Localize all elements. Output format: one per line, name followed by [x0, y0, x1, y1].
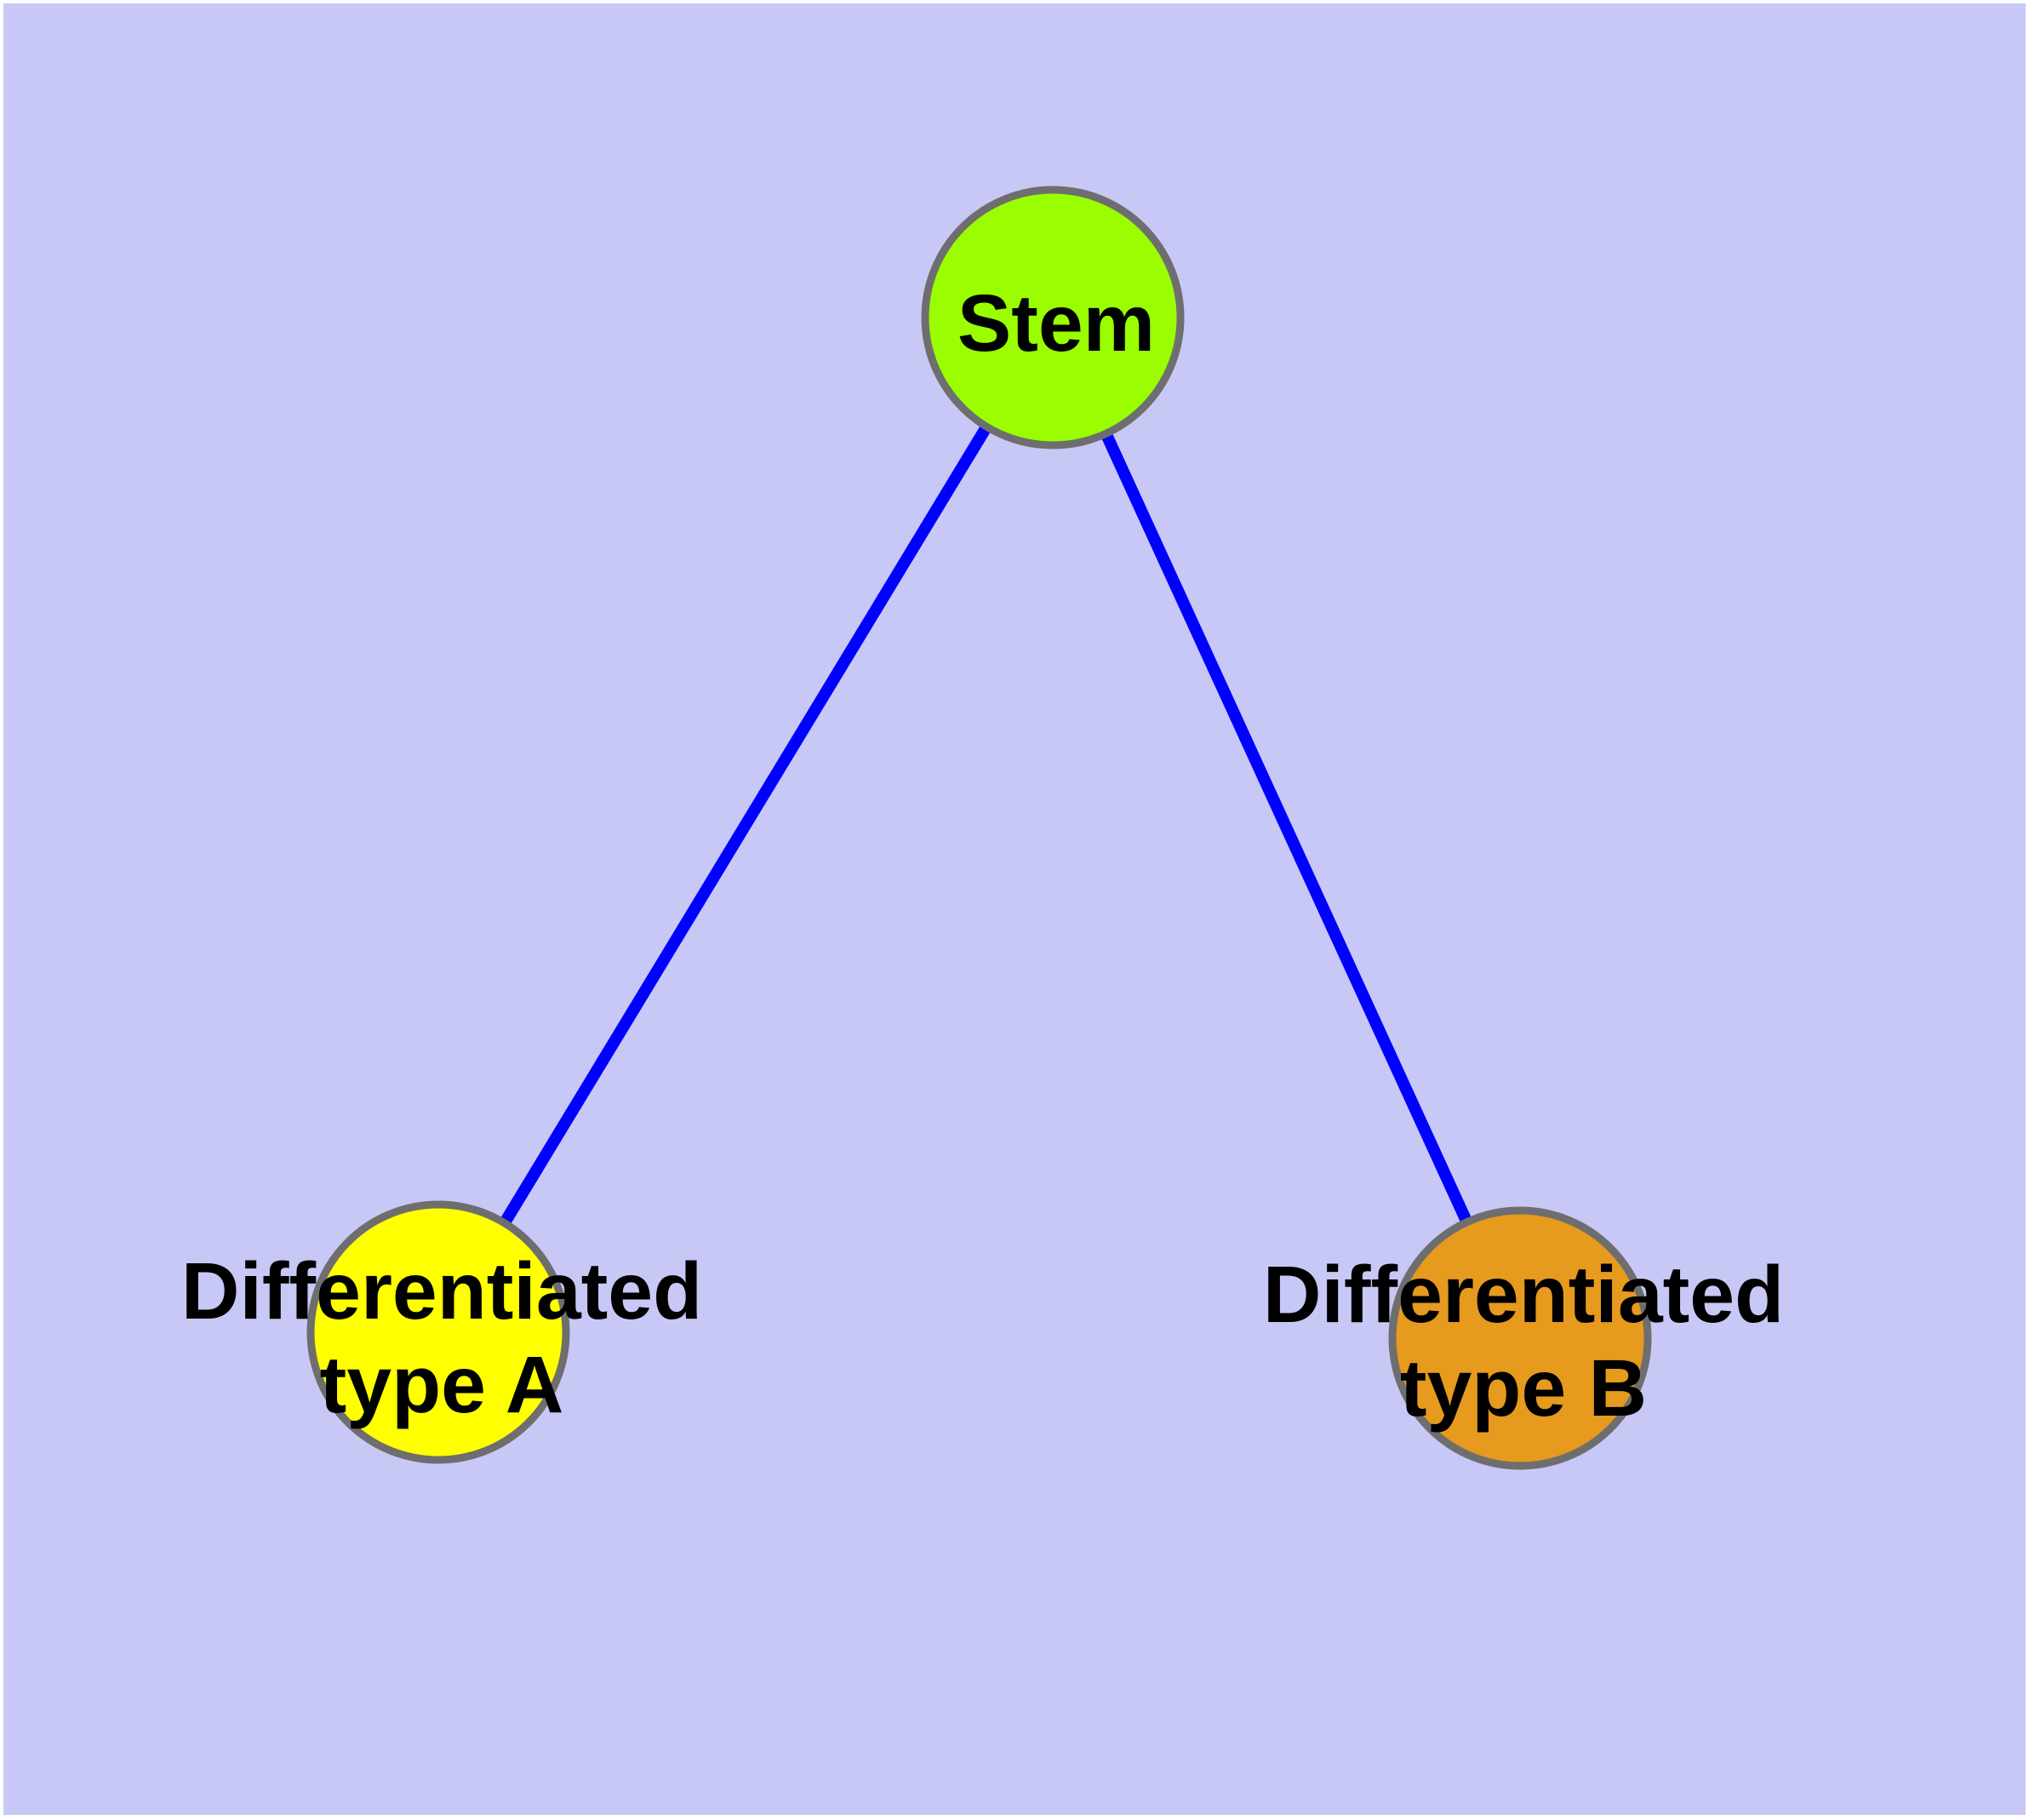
- edge-stem-to-type-b: [1047, 315, 1526, 1341]
- node-type-a-label: Differentiated type A: [180, 1246, 703, 1430]
- node-type-a-circle: [306, 1200, 570, 1464]
- node-stem-label: Stem: [957, 278, 1156, 369]
- edge-stem-to-type-a: [433, 314, 1058, 1336]
- node-stem-circle: [921, 186, 1185, 449]
- diagram-canvas: Stem Differentiated type A Differentiate…: [3, 3, 2026, 1815]
- node-type-b-circle: [1388, 1206, 1652, 1470]
- graph-svg: [306, 186, 1652, 1470]
- node-type-b-label: Differentiated type B: [1262, 1250, 1785, 1434]
